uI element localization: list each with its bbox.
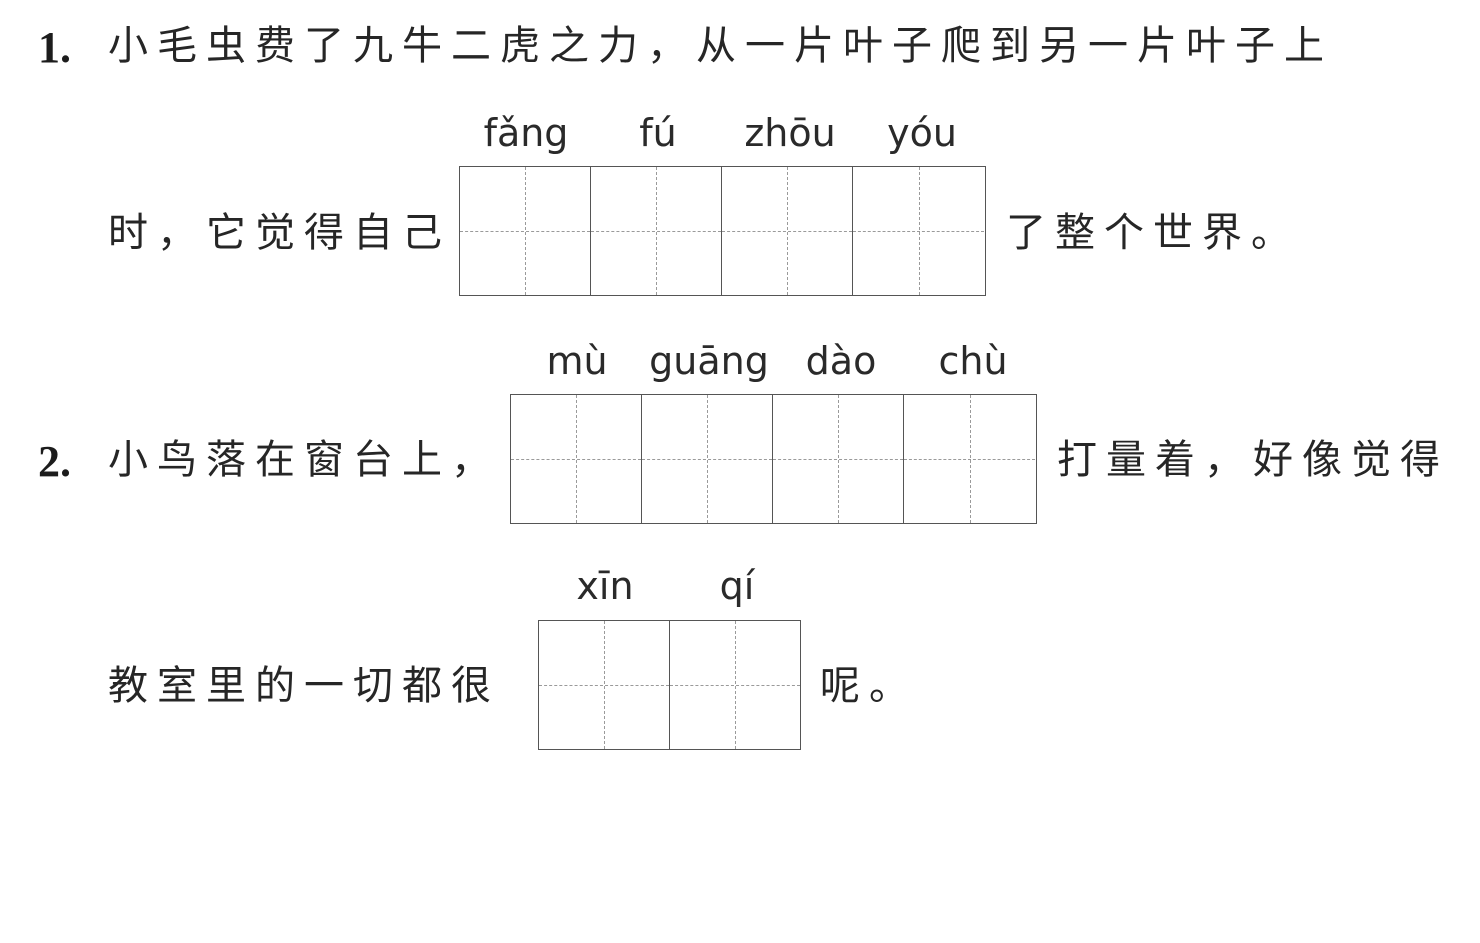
question-2-line-2-before: 教室里的一切都很 [108,663,500,709]
answer-cell[interactable] [642,395,773,523]
pinyin-fu: fú [639,111,677,155]
question-1-text-before: 时，它觉得自己 [108,210,451,256]
question-2-text-after: 打量着，好像觉得 [1057,437,1449,483]
question-2-text-before: 小鸟落在窗台上， [108,437,500,483]
question-number-1: 1. [38,23,71,72]
question-number-2: 2. [38,437,71,486]
answer-cell[interactable] [669,621,801,749]
pinyin-qi: qí [719,564,755,608]
pinyin-guang: guāng [649,339,769,383]
answer-grid-3 [538,620,801,750]
pinyin-you: yóu [887,111,957,155]
pinyin-zhou: zhōu [744,111,836,155]
pinyin-fang: fǎng [483,111,569,155]
pinyin-dao: dào [805,339,877,383]
pinyin-xin: xīn [576,564,634,608]
answer-grid-2 [510,394,1037,524]
answer-cell[interactable] [511,395,642,523]
answer-cell[interactable] [904,395,1035,523]
answer-cell[interactable] [460,167,591,295]
question-1-line-1: 小毛虫费了九牛二虎之力，从一片叶子爬到另一片叶子上 [108,23,1333,69]
answer-cell[interactable] [591,167,722,295]
answer-cell[interactable] [773,395,904,523]
answer-grid-1 [459,166,986,296]
answer-cell[interactable] [539,621,670,749]
question-2-line-2-after: 呢。 [820,663,918,709]
pinyin-chu: chù [938,339,1008,383]
answer-cell[interactable] [722,167,853,295]
question-1-text-after: 了整个世界。 [1006,210,1300,256]
pinyin-mu: mù [546,339,608,383]
answer-cell[interactable] [853,167,984,295]
